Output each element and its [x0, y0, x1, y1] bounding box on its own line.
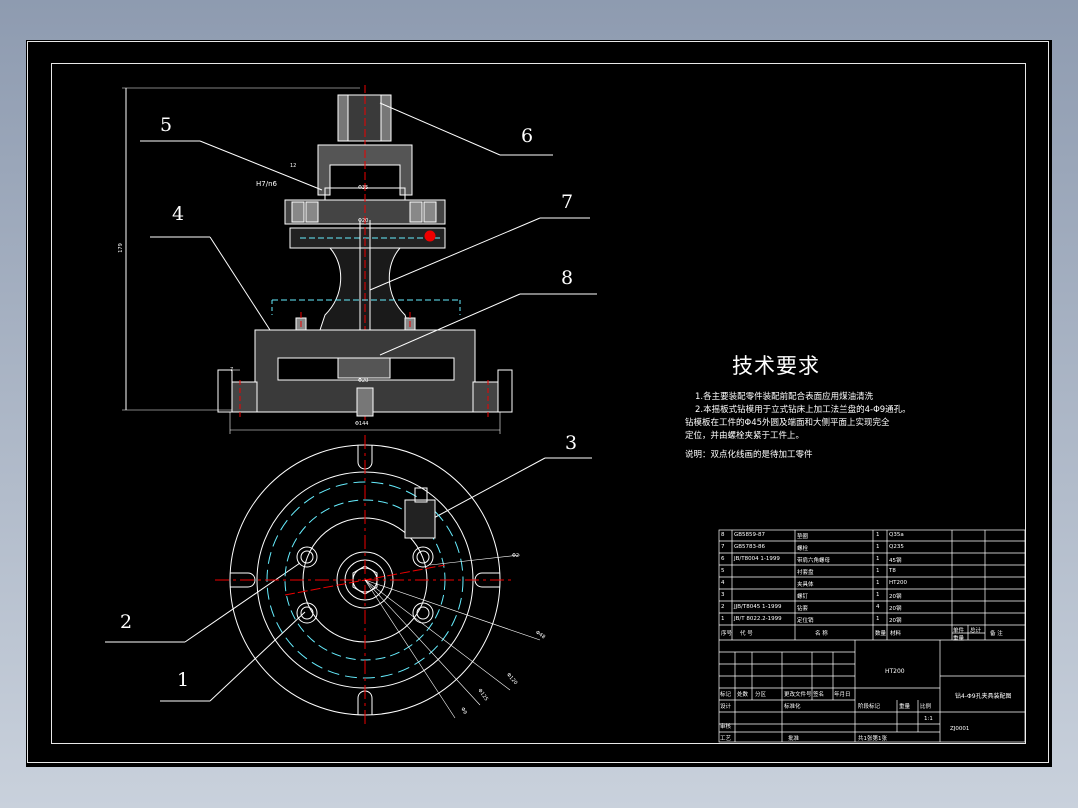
- balloon-5: 5: [160, 114, 173, 136]
- dim-height: 179: [117, 243, 124, 253]
- tb-sheets: 共1张第1张: [858, 736, 887, 742]
- tb-zone: 分区: [755, 692, 767, 698]
- tb-review: 审核: [720, 724, 732, 730]
- bom-cell-name: 夹具体: [797, 582, 814, 588]
- leader-lines: [105, 102, 597, 702]
- bom-cell-qty: 1: [876, 592, 880, 598]
- bom-cell-name: 钻套: [797, 606, 809, 612]
- bom-cell-qty: 1: [876, 616, 880, 622]
- outer-border: [27, 41, 1049, 763]
- tb-process: 工艺: [720, 736, 732, 742]
- dim-20: Φ20: [358, 218, 369, 224]
- bom-header-weight: 重量: [953, 636, 965, 642]
- dim-20b: Φ20: [358, 378, 369, 384]
- bom-cell-qty: 1: [876, 544, 880, 550]
- bom-cell-qty: 1: [876, 556, 880, 562]
- bom-cell-name: 定位销: [797, 618, 814, 624]
- bom-cell-code: JJB/T8045 1-1999: [734, 604, 782, 610]
- fit-label: H7/n6: [256, 180, 277, 188]
- bom-cell-no: 5: [721, 568, 725, 574]
- tech-requirements-title: 技术要求: [732, 354, 820, 378]
- tb-design: 设计: [720, 704, 732, 710]
- tech-line-2: 2.本摇板式钻模用于立式钻床上加工法兰盘的4-Φ9通孔。: [695, 405, 911, 415]
- tb-stage: 阶段标记: [858, 704, 881, 710]
- bom-header-no: 序号: [721, 631, 733, 637]
- bom-cell-name: 垫圈: [797, 534, 809, 540]
- tb-sign: 签名: [813, 692, 825, 698]
- bom-cell-mat: 45钢: [889, 558, 902, 564]
- bom-cell-mat: 20钢: [889, 594, 902, 600]
- tb-code: ZJ0001: [950, 726, 970, 732]
- tb-material: HT200: [885, 668, 905, 675]
- bom-cell-name: 衬套盘: [797, 570, 814, 576]
- balloon-8: 8: [561, 267, 574, 289]
- balloon-4: 4: [172, 203, 185, 225]
- dim-12: 12: [290, 163, 297, 169]
- dim-width: Φ144: [355, 421, 369, 427]
- bom-cell-qty: 4: [876, 604, 880, 610]
- front-section-view: [122, 85, 513, 434]
- balloon-3: 3: [565, 432, 578, 454]
- bom-header-unit: 单件: [953, 628, 965, 634]
- dim-7: 7: [230, 367, 234, 373]
- tb-title: 钻4-Φ9孔夹具装配图: [955, 693, 1012, 700]
- bom-header-total: 总计: [970, 628, 982, 634]
- top-plan-view: [215, 435, 541, 725]
- bom-cell-code: GB5783-86: [734, 544, 766, 550]
- bom-cell-no: 8: [721, 532, 725, 538]
- bom-cell-code: JB/T 8022.2-1999: [734, 616, 782, 622]
- tb-count: 处数: [737, 692, 749, 698]
- note-text: 说明：双点化线画的是待加工零件: [685, 450, 813, 460]
- bom-cell-mat: T8: [889, 568, 896, 574]
- tb-approve: 批准: [788, 736, 800, 742]
- bom-cell-name: 螺栓: [797, 546, 809, 552]
- bom-cell-no: 7: [721, 544, 725, 550]
- tb-standard: 标准化: [784, 704, 801, 710]
- tech-line-3: 钻模板在工件的Φ45外圆及端面和大侧平面上实现完全: [685, 418, 890, 428]
- bom-cell-name: 螺钉: [797, 594, 809, 600]
- bom-header-qty: 数量: [875, 631, 887, 637]
- tb-scale-value: 1:1: [924, 716, 933, 722]
- bom-cell-qty: 1: [876, 568, 880, 574]
- bom-cell-mat: Q235: [889, 544, 904, 550]
- bom-cell-code: GB5859-87: [734, 532, 766, 538]
- bom-cell-no: 3: [721, 592, 725, 598]
- bom-cell-mat: 20钢: [889, 618, 902, 624]
- bom-cell-mat: Q35a: [889, 532, 904, 538]
- drawing-frame: [51, 63, 1026, 744]
- balloon-7: 7: [561, 191, 574, 213]
- tb-scale: 比例: [920, 704, 932, 710]
- bom-header-mat: 材料: [890, 631, 902, 637]
- bom-cell-no: 6: [721, 556, 725, 562]
- bom-cell-mat: 20钢: [889, 606, 902, 612]
- tb-date: 年月日: [834, 692, 851, 698]
- dim-35: Φ35: [358, 185, 369, 191]
- bom-header-remark: 备 注: [990, 631, 1003, 637]
- balloon-6: 6: [521, 125, 534, 147]
- tech-line-1: 1.各主要装配零件装配前配合表面应用煤油清洗: [695, 392, 874, 402]
- tb-doc: 更改文件号: [784, 692, 812, 698]
- bom-header-code: 代 号: [740, 631, 753, 637]
- balloon-2: 2: [120, 611, 133, 633]
- bom-cell-no: 4: [721, 580, 725, 586]
- bom-cell-code: JB/T8004 1-1999: [734, 556, 780, 562]
- title-block-lines: [718, 529, 1026, 743]
- tb-mark: 标记: [720, 692, 732, 698]
- balloon-1: 1: [177, 669, 190, 691]
- bom-cell-name: 带肩六角螺母: [797, 558, 831, 564]
- bom-cell-no: 2: [721, 604, 725, 610]
- bom-cell-qty: 1: [876, 580, 880, 586]
- bom-header-name: 名 称: [815, 631, 828, 637]
- drawing-sheet: [26, 40, 1052, 767]
- bom-cell-mat: HT200: [889, 580, 907, 586]
- tb-weight: 重量: [899, 704, 911, 710]
- tech-line-4: 定位，并由螺栓夹紧于工件上。: [685, 431, 805, 441]
- dim-phi2: Φ2: [512, 553, 520, 559]
- bom-cell-no: 1: [721, 616, 725, 622]
- bom-cell-qty: 1: [876, 532, 880, 538]
